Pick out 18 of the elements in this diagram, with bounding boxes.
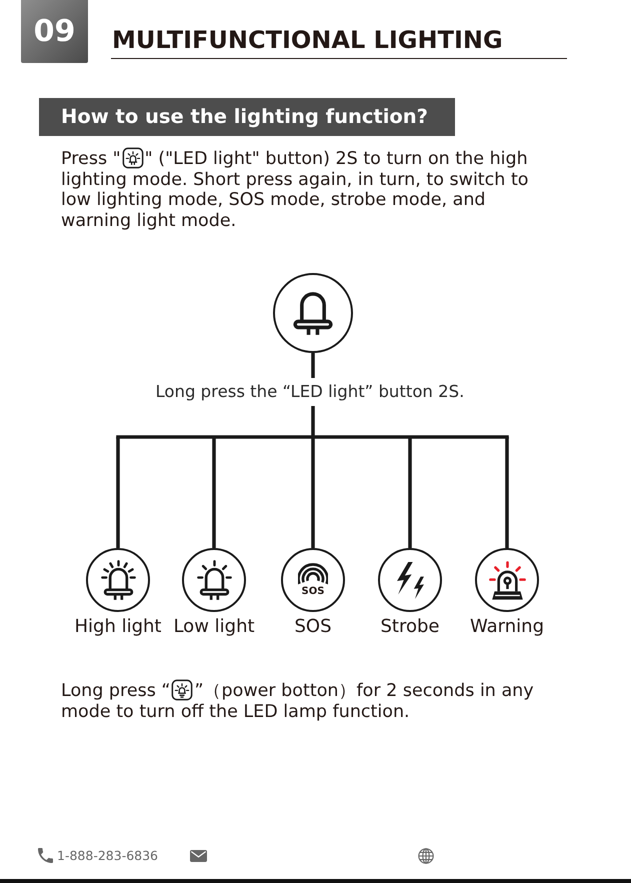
page-title: MULTIFUNCTIONAL LIGHTING	[112, 25, 503, 55]
mode-label: Warning	[470, 616, 544, 637]
mode-label: Strobe	[380, 616, 440, 637]
connector-line	[212, 437, 216, 548]
connector-line	[114, 351, 511, 439]
phone-number: 1-888-283-6836	[57, 847, 158, 864]
instruction-text: Long press “ ”（power botton）for 2 seconds in any mode to turn off the LED lamp function.	[61, 681, 561, 722]
mode-label: SOS	[294, 616, 332, 637]
connector-line	[505, 437, 509, 548]
connector-line	[311, 437, 315, 548]
instruction-text: Press " " ("LED light" button) 2S to turn on the high lighting mode. Short press again, in turn, to switch to low lighting mode, SOS mode, strobe mode, and warning light mode.	[61, 149, 561, 231]
mode-label: Low light	[173, 616, 255, 637]
connector-line	[408, 437, 412, 548]
connector-line	[116, 437, 120, 548]
icon-text: SOS	[302, 586, 324, 598]
section-heading: How to use the lighting function?	[39, 98, 455, 136]
mode-label: High light	[74, 616, 162, 637]
section-number: 09	[21, 0, 88, 63]
